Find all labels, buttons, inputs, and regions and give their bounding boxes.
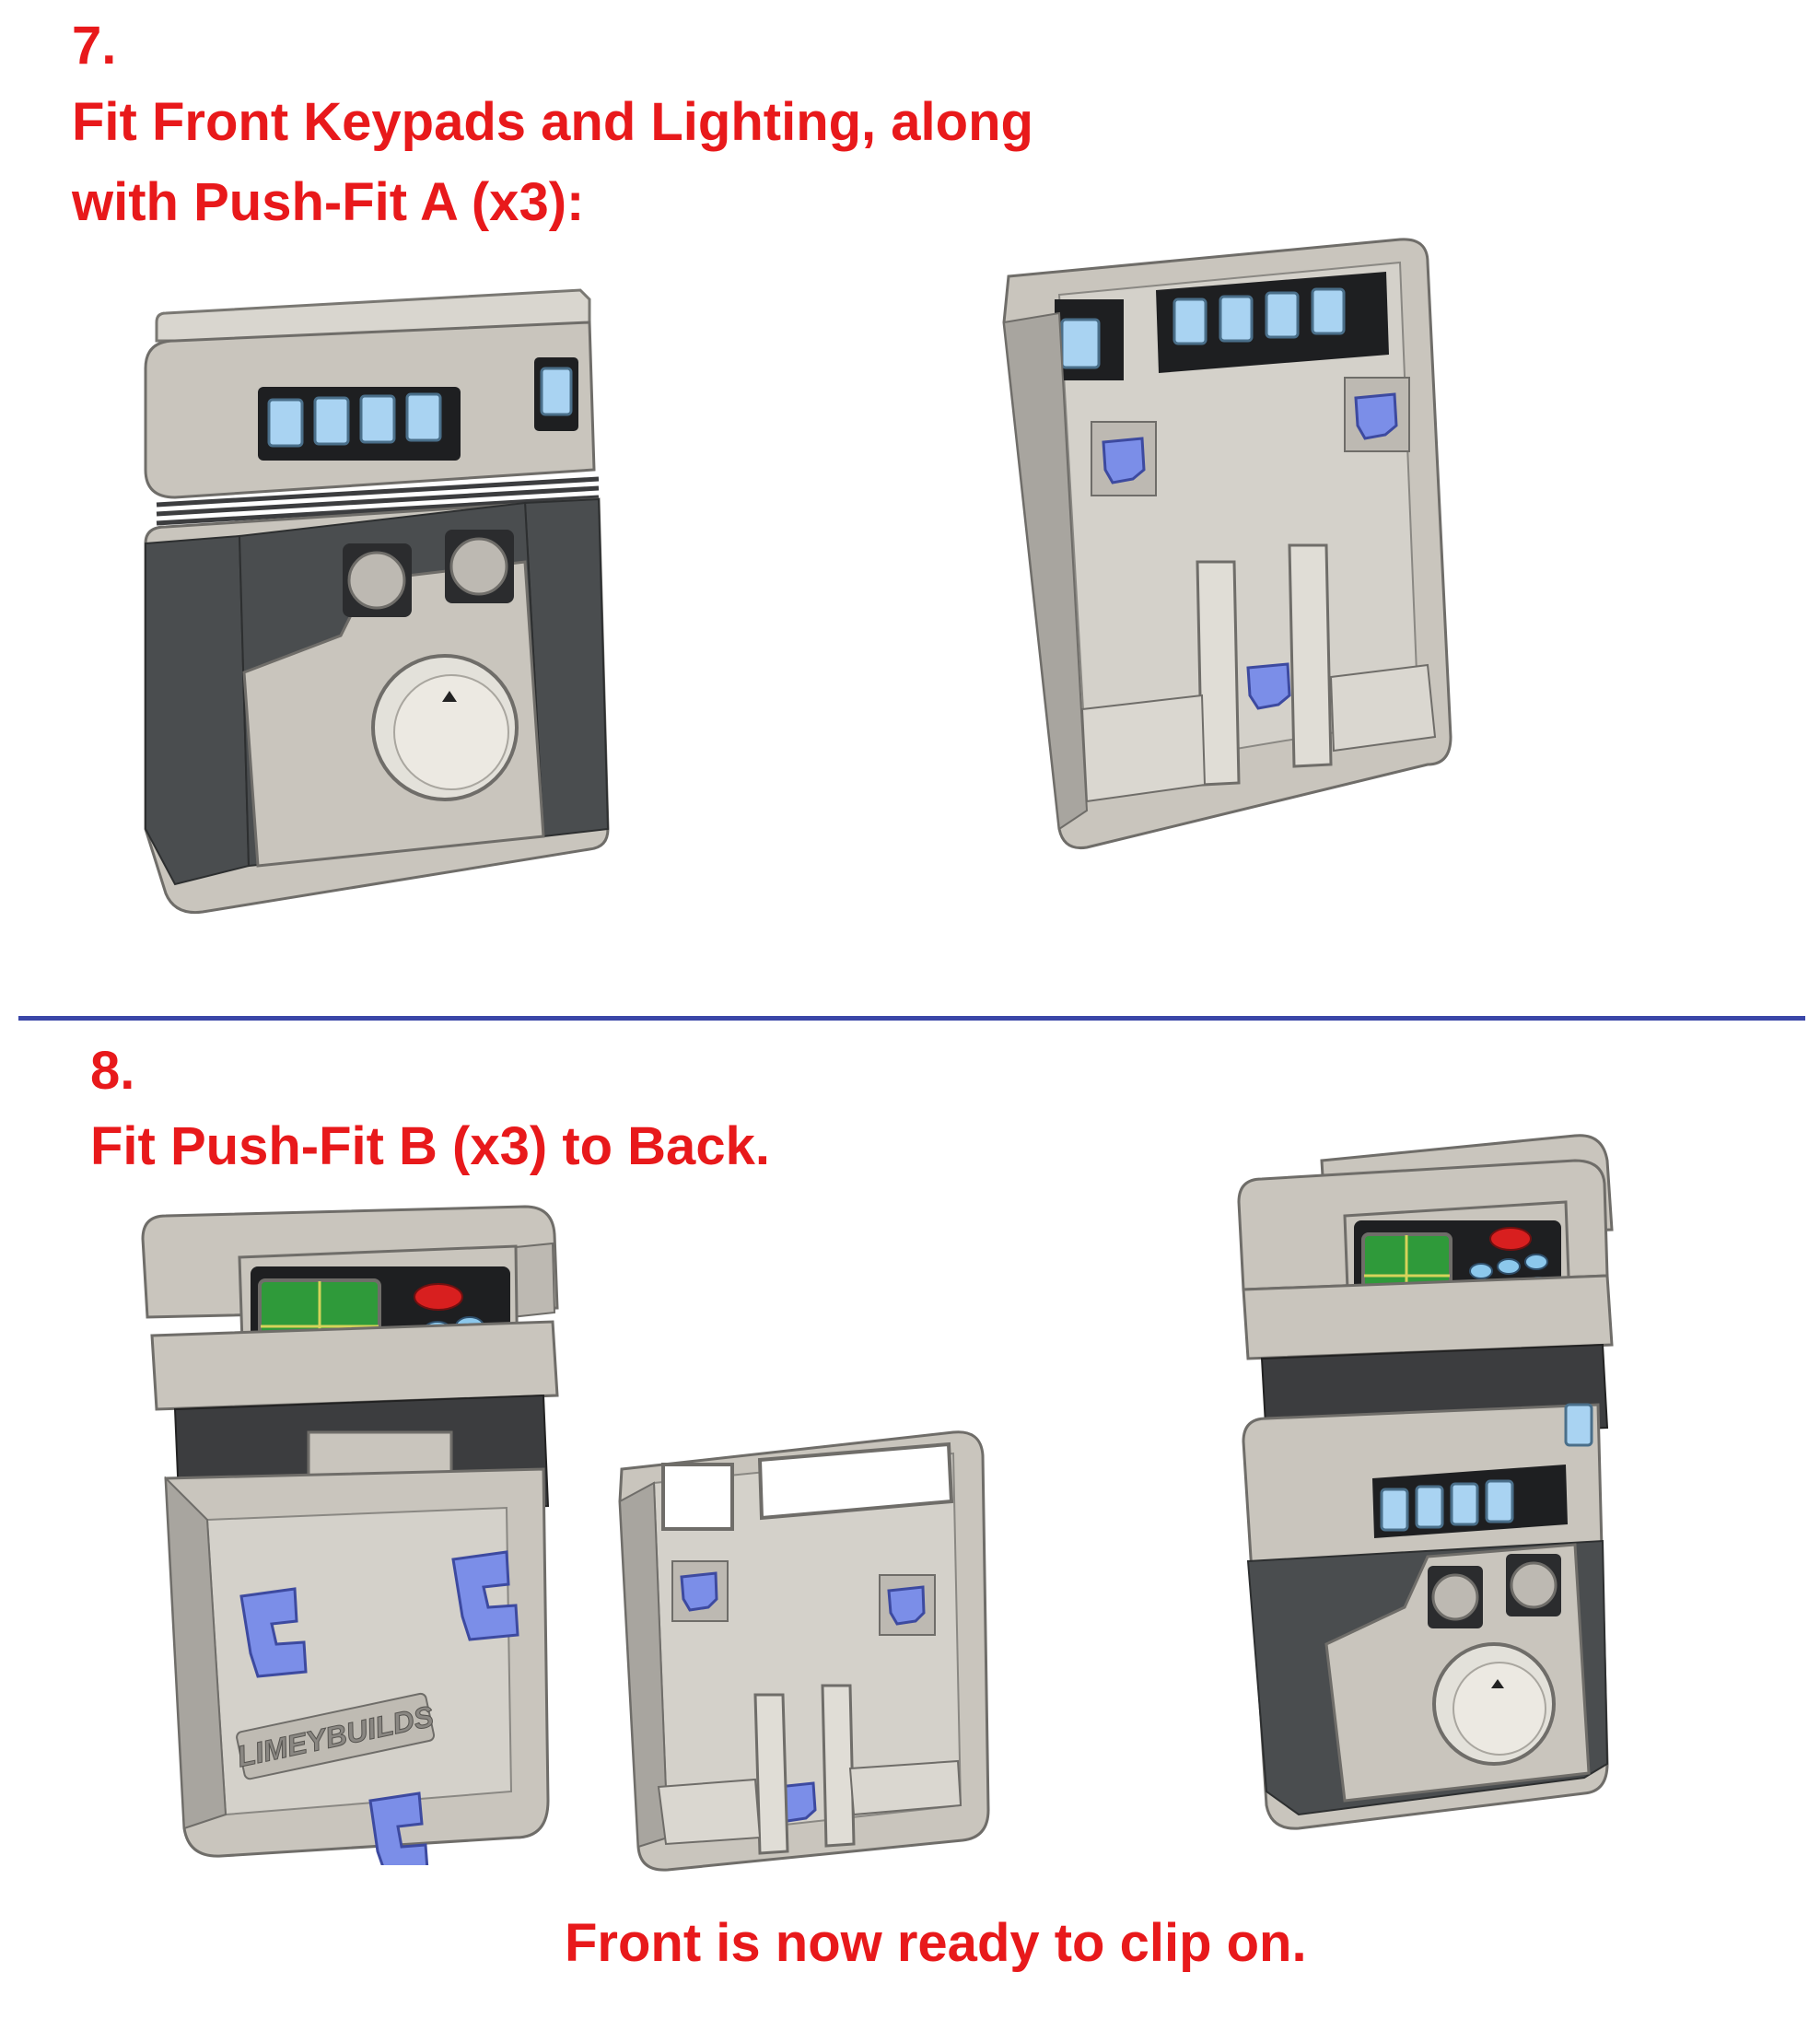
back-shell-illustration: [618, 1430, 990, 1872]
step8-title: Fit Push-Fit B (x3) to Back.: [90, 1116, 770, 1176]
front-keypad-lights: [267, 367, 573, 448]
section-divider: [18, 1016, 1805, 1021]
red-button: [1489, 1227, 1532, 1251]
full-assembly-illustration: [1237, 1134, 1614, 1830]
step8-footer: Front is now ready to clip on.: [565, 1913, 1307, 1973]
front-assembly-illustration: [144, 288, 610, 915]
push-fit-clips: [671, 1560, 936, 1823]
step7-number: 7.: [72, 16, 117, 76]
back-body-with-push-fit-b-illustration: LIMEYBUILDS: [141, 1205, 559, 1865]
front-keypad-lights: [1380, 1403, 1593, 1532]
step7-title-line2: with Push-Fit A (x3):: [72, 172, 585, 232]
red-button: [414, 1283, 463, 1311]
step8-number: 8.: [90, 1041, 135, 1101]
push-fit-b-clips: [239, 1550, 519, 1865]
back-shell-with-push-fit-a-illustration: [1002, 238, 1452, 850]
push-fit-a-clips: [1091, 377, 1410, 710]
step7-title-line1: Fit Front Keypads and Lighting, along: [72, 92, 1033, 152]
